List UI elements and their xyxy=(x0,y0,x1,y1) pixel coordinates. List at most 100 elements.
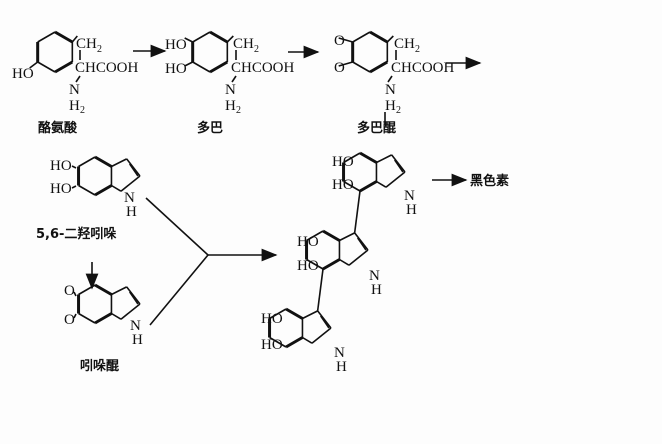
bond xyxy=(126,158,141,177)
bond xyxy=(352,31,371,43)
subscript: 2 xyxy=(97,44,102,55)
bond xyxy=(393,159,404,173)
bond xyxy=(376,154,393,164)
atom-label: HO xyxy=(297,258,319,274)
atom-label: N xyxy=(404,188,415,204)
bond xyxy=(37,61,56,73)
bond xyxy=(120,175,141,192)
dihydroxyindole-structure: HO HO N H 5,6-二羟吲哚 xyxy=(36,158,137,242)
label-dihydroxyindole: 5,6-二羟吲哚 xyxy=(36,226,117,242)
atom-label: H xyxy=(69,98,80,114)
atom-label: CH xyxy=(76,36,97,52)
bond xyxy=(54,60,74,74)
bond xyxy=(376,180,387,188)
bond xyxy=(356,237,367,251)
subscript: 2 xyxy=(415,44,420,55)
bond xyxy=(94,155,113,168)
bond xyxy=(285,336,304,349)
bond xyxy=(269,308,287,320)
bond xyxy=(338,61,353,67)
label-dopaquinone: 多巴醌 xyxy=(357,120,396,136)
bond xyxy=(184,61,194,67)
bond xyxy=(192,61,211,73)
subscript: 2 xyxy=(80,105,85,116)
bond xyxy=(302,310,319,320)
bond xyxy=(29,61,39,69)
bond xyxy=(71,185,77,189)
bond xyxy=(120,303,141,320)
atom-label: CHCOOH xyxy=(75,60,139,76)
bond xyxy=(71,35,78,43)
atom-label: HO xyxy=(12,66,34,82)
atom-label: N xyxy=(69,82,80,98)
bond xyxy=(306,230,324,242)
atom-label: HO xyxy=(297,234,319,250)
label-melanin: 黑色素 xyxy=(470,173,509,189)
bond xyxy=(209,60,229,74)
atom-label: H xyxy=(225,98,236,114)
bond xyxy=(111,286,128,296)
bond xyxy=(317,310,332,329)
atom-label: HO xyxy=(261,311,283,327)
atom-label: HO xyxy=(261,337,283,353)
bond xyxy=(54,30,74,44)
label-indolequinone: 吲哚醌 xyxy=(80,358,119,374)
bond xyxy=(343,152,361,164)
bond xyxy=(78,156,96,168)
bond xyxy=(111,158,128,168)
bond xyxy=(78,312,96,324)
subscript: 2 xyxy=(236,105,241,116)
bond xyxy=(391,154,406,173)
atom-label: N xyxy=(225,82,236,98)
bond xyxy=(339,258,350,266)
bond xyxy=(209,30,229,44)
atom-label: HO xyxy=(165,37,187,53)
atom-label: CH xyxy=(233,36,254,52)
bond xyxy=(285,307,304,320)
bond xyxy=(73,291,77,297)
atom-label: HO xyxy=(332,154,354,170)
bond xyxy=(316,268,324,312)
atom-label: H xyxy=(385,98,396,114)
atom-label: H xyxy=(132,332,143,348)
atom-label: CHCOOH xyxy=(391,60,455,76)
atom-label: H xyxy=(371,282,382,298)
bond xyxy=(269,336,287,348)
atom-label: N xyxy=(385,82,396,98)
bond xyxy=(184,37,194,43)
bond xyxy=(354,232,369,251)
atom-label: N xyxy=(334,345,345,361)
bond xyxy=(311,327,332,344)
bond xyxy=(322,258,341,271)
bond xyxy=(369,30,389,44)
bonds xyxy=(29,30,406,349)
atom-label: CHCOOH xyxy=(231,60,295,76)
atom-label: N xyxy=(124,190,135,206)
bond xyxy=(353,190,361,234)
atom-label: N xyxy=(130,318,141,334)
bond xyxy=(94,312,113,325)
converge-line-top xyxy=(145,197,209,256)
subscript: 2 xyxy=(396,105,401,116)
atom-label: H xyxy=(336,359,347,375)
atom-label: O xyxy=(64,283,75,299)
bond xyxy=(231,75,237,83)
bond xyxy=(348,249,369,266)
bond xyxy=(128,163,139,177)
bond xyxy=(319,315,330,329)
bond xyxy=(359,180,378,193)
bond xyxy=(111,184,122,192)
bond xyxy=(226,35,234,43)
indolequinone-structure: O O N H 吲哚醌 xyxy=(64,283,143,374)
bond xyxy=(339,232,356,242)
label-dopa: 多巴 xyxy=(197,120,223,136)
bond xyxy=(322,229,341,242)
bond xyxy=(126,286,141,305)
atom-label: N xyxy=(369,268,380,284)
bond xyxy=(385,171,406,188)
atom-label: HO xyxy=(165,61,187,77)
